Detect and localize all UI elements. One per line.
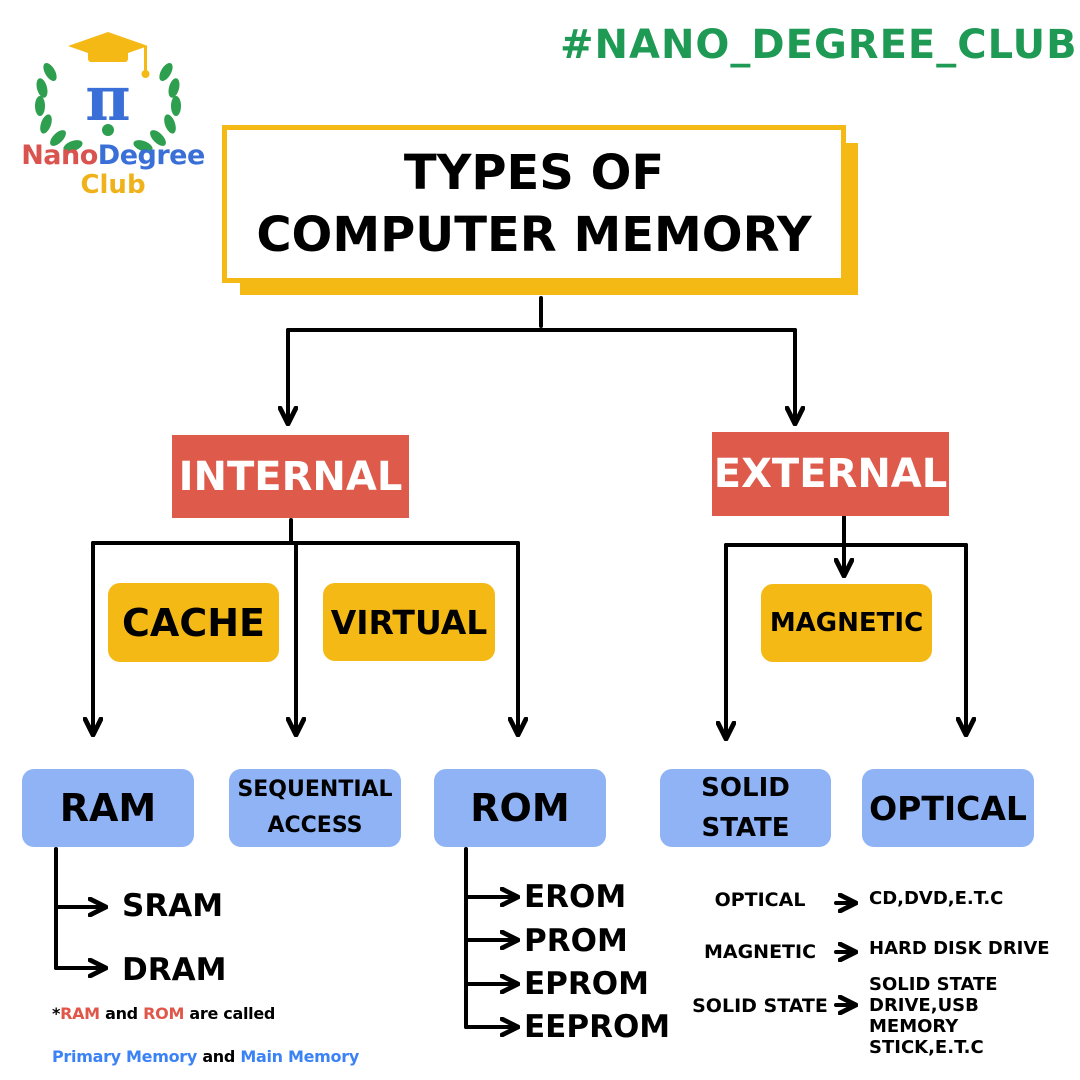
logo-wordmark: NanoDegree	[18, 140, 208, 171]
eprom-label: EPROM	[524, 966, 649, 1002]
graduation-cap-laurel-icon: π	[35, 32, 181, 152]
dram-label: DRAM	[122, 952, 227, 988]
legend-solid-state-value: SOLID STATE DRIVE,USB MEMORY STICK,E.T.C	[869, 974, 998, 1058]
logo-word-degree: Degree	[97, 140, 206, 171]
magnetic-box: MAGNETIC	[761, 584, 932, 662]
optical-label: OPTICAL	[869, 788, 1027, 828]
virtual-box: VIRTUAL	[323, 583, 495, 661]
footnote-line-1: *RAM and ROM are called	[52, 1004, 275, 1023]
cache-box: CACHE	[108, 583, 279, 662]
optical-box: OPTICAL	[862, 769, 1034, 847]
internal-memory-box: INTERNAL	[172, 435, 409, 518]
prom-label: PROM	[524, 923, 628, 959]
logo-word-nano: Nano	[21, 140, 98, 171]
hashtag-heading: #NANO_DEGREE_CLUB	[560, 22, 1078, 68]
legend-solid-state-label: SOLID STATE	[692, 995, 828, 1017]
legend-magnetic-value: HARD DISK DRIVE	[869, 938, 1050, 959]
ram-box: RAM	[22, 769, 194, 847]
erom-label: EROM	[524, 879, 627, 915]
magnetic-label: MAGNETIC	[769, 608, 924, 638]
legend-optical-label: OPTICAL	[714, 889, 806, 911]
internal-label: INTERNAL	[178, 453, 403, 500]
external-label: EXTERNAL	[713, 451, 948, 497]
pi-symbol: π	[85, 62, 130, 135]
legend-optical-value: CD,DVD,E.T.C	[869, 888, 1004, 909]
virtual-label: VIRTUAL	[330, 602, 488, 642]
eeprom-label: EEPROM	[524, 1009, 671, 1045]
footnote-called: are called	[189, 1004, 276, 1023]
footnote-main-memory: Main Memory	[240, 1047, 359, 1066]
footnote-primary-memory: Primary Memory	[52, 1047, 198, 1066]
legend-magnetic-label: MAGNETIC	[703, 941, 817, 963]
footnote-and: and	[105, 1004, 138, 1023]
rom-label: ROM	[470, 786, 570, 830]
page-title: TYPES OF COMPUTER MEMORY	[256, 145, 812, 263]
logo-word-club: Club	[80, 170, 146, 200]
footnote-line-2: Primary Memory and Main Memory	[52, 1047, 359, 1066]
footnote-rom: ROM	[143, 1004, 185, 1023]
sequential-access-label: SEQUENTIAL ACCESS	[237, 777, 393, 838]
external-memory-box: EXTERNAL	[712, 432, 949, 516]
footnote-star: *	[52, 1004, 61, 1023]
footnote-ram: RAM	[60, 1004, 100, 1023]
ram-label: RAM	[59, 786, 157, 830]
title-box: TYPES OF COMPUTER MEMORY	[222, 125, 846, 283]
footnote-and-2: and	[202, 1047, 236, 1066]
cache-label: CACHE	[122, 600, 265, 645]
sram-label: SRAM	[122, 888, 224, 924]
solid-state-box: SOLID STATE	[660, 769, 831, 847]
rom-box: ROM	[434, 769, 606, 847]
solid-state-label: SOLID STATE	[701, 773, 790, 843]
sequential-access-box: SEQUENTIAL ACCESS	[229, 769, 401, 847]
